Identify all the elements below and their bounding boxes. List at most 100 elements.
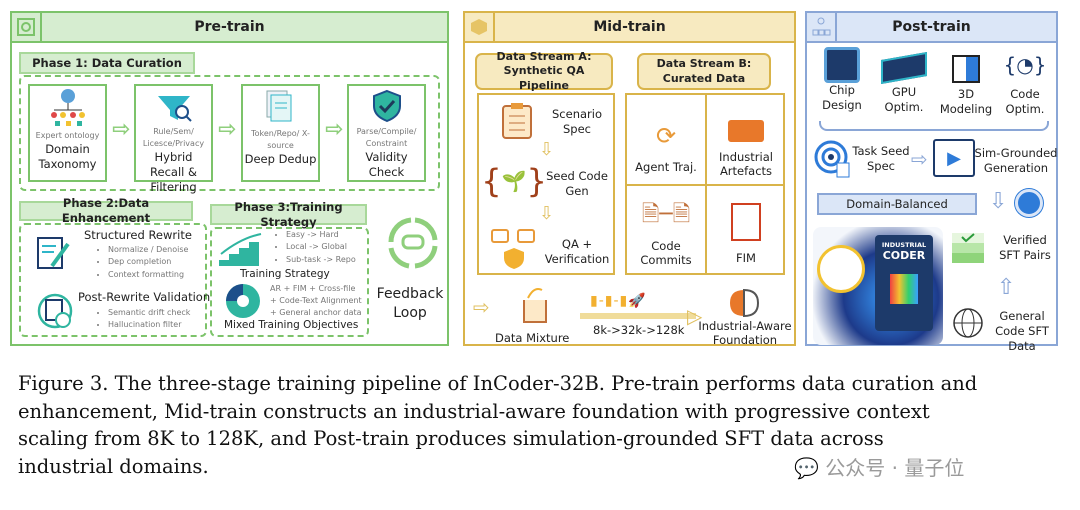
phase1-tag: Phase 1: Data Curation (19, 52, 195, 74)
fim-document-icon (731, 203, 761, 241)
caption-line: enhancement, Mid-train constructs an ind… (18, 399, 930, 423)
arrow-right-icon: ⇨ (911, 147, 928, 171)
caption-line: industrial domains. (18, 454, 209, 478)
arrow-right-icon: ⇨ (473, 295, 490, 319)
list-item: + Code-Text Alignment (270, 296, 362, 305)
list-item: Context formatting (108, 269, 188, 281)
bracket (819, 121, 1049, 131)
list-item: AR + FIM + Cross-file (270, 284, 356, 293)
step-deep-dedup: Token/Repo/ X-source Deep Dedup (241, 84, 320, 182)
cell-label: Agent Traj. (635, 160, 697, 174)
brain-circuit-icon (727, 287, 761, 319)
speedometer-icon: {◔} (1003, 53, 1047, 77)
task-seed-label: Task Seed Spec (852, 144, 910, 173)
step-label: Validity Check (365, 150, 408, 179)
domain-label: Code Optim. (1005, 87, 1045, 116)
validation-list: Semantic drift check Hallucination filte… (96, 307, 190, 332)
industrial-coder-robot-illustration: INDUSTRIAL CODER (813, 227, 943, 345)
step-label: Domain Taxonomy (38, 142, 97, 171)
posttrain-panel: Post-train Chip Design GPU Optim. 3D Mod… (805, 11, 1058, 353)
scenario-spec-label: Scenario Spec (552, 107, 602, 136)
shield-check-icon (349, 86, 424, 126)
stream-a-box: Scenario Spec ⇩ {🌱} Seed Code Gen ⇩ QA +… (477, 93, 615, 275)
arrow-right-icon: ⇨ (218, 117, 237, 142)
list-item: Sub-task -> Repo (286, 254, 356, 266)
target-spec-icon (813, 137, 853, 181)
verified-stack-icon (947, 229, 991, 269)
step-sub: Rule/Sem/ Licesce/Privacy (142, 127, 205, 148)
qa-verification-label: QA + Verification (544, 237, 610, 266)
qa-shield-icon (489, 227, 539, 271)
step-sub: Expert ontology (35, 131, 100, 140)
industrial-foundation-label: Industrial-Aware Foundation (698, 319, 792, 348)
arrow-down-icon: ⇩ (539, 139, 555, 160)
taxonomy-icon (30, 86, 105, 130)
cell-label: Code Commits (640, 239, 692, 267)
cell-label: FIM (736, 251, 756, 265)
target-wheel-icon (222, 281, 264, 321)
phase1-title: Phase 1: Data Curation (32, 55, 182, 70)
midtrain-title: Mid-train (593, 19, 666, 35)
commit-docs-icon: 🗎─🗎 (641, 202, 691, 227)
gpu-card-icon (881, 51, 927, 85)
domain-label: Chip Design (822, 83, 862, 112)
watermark-text: 公众号 · 量子位 (825, 456, 965, 480)
stream-b-title: Data Stream B: Curated Data (656, 57, 752, 85)
phase2-title: Phase 2:Data Enhancement (61, 196, 151, 225)
feedback-loop-label: Feedback Loop (376, 286, 444, 321)
doc-chain-rocket-icon: ▮-▮-▮🚀 (590, 293, 647, 309)
arrow-up-icon: ⇧ (997, 275, 1016, 300)
domain-label: GPU Optim. (884, 85, 924, 114)
verified-sft-label: Verified SFT Pairs (999, 233, 1051, 262)
hierarchy-icon (807, 13, 837, 41)
caption-line: scaling from 8K to 128K, and Post-train … (18, 427, 884, 450)
figure-caption: Figure 3. The three-stage training pipel… (18, 370, 977, 480)
list-item: Normalize / Denoise (108, 244, 188, 256)
seed-code-gen-label: Seed Code Gen (546, 169, 608, 198)
cell-label: Industrial Artefacts (719, 150, 773, 178)
domain-chip: Chip Design (815, 47, 869, 113)
list-item: Easy -> Hard (286, 229, 356, 241)
watermark: 💬 公众号 · 量子位 (790, 452, 969, 481)
cell-industrial-artefacts: Industrial Artefacts (707, 95, 785, 184)
play-window-icon: ▶ (933, 139, 975, 177)
midtrain-header: Mid-train (465, 13, 794, 43)
rewrite-list: Normalize / Denoise Dep completion Conte… (96, 244, 188, 281)
rewrite-pen-icon (30, 231, 78, 277)
mixed-objectives-title: Mixed Training Objectives (224, 319, 359, 331)
sim-grounded-label: Sim-Grounded Generation (974, 146, 1058, 175)
domain-3d: 3D Modeling (935, 53, 997, 117)
arrow-down-icon: ⇩ (539, 203, 555, 224)
step-sub: Parse/Compile/ Constraint (356, 127, 417, 148)
stream-b-box: ⟳ Agent Traj. Industrial Artefacts 🗎─🗎 Cod… (625, 93, 785, 275)
general-code-sft-label: General Code SFT Data (995, 309, 1049, 353)
step-hybrid-recall: Rule/Sem/ Licesce/Privacy Hybrid Recall … (134, 84, 213, 194)
pretrain-header: Pre-train (12, 13, 447, 43)
agent-cycle-icon: ⟳ (655, 122, 677, 150)
phase3-box (210, 227, 369, 337)
globe-icon (949, 305, 987, 341)
list-item: Local -> Global (286, 241, 356, 253)
wechat-icon: 💬 (794, 456, 826, 480)
robot-head-icon (817, 245, 865, 293)
domain-code-optim: {◔} Code Optim. (997, 53, 1053, 117)
domain-label: 3D Modeling (939, 87, 993, 116)
data-mixture-label: Data Mixture (495, 331, 570, 345)
validation-doc-icon (30, 288, 80, 334)
pretrain-title: Pre-train (194, 19, 265, 35)
clipboard-icon (499, 101, 535, 141)
step-validity-check: Parse/Compile/ Constraint Validity Check (347, 84, 426, 182)
list-item: Hallucination filter (108, 319, 190, 331)
posttrain-header: Post-train (807, 13, 1056, 43)
training-strategy-title: Training Strategy (240, 268, 330, 280)
arrow-right-icon: ⇨ (325, 117, 344, 142)
step-label: Hybrid Recall & Filtering (150, 150, 197, 194)
toolbox-icon (728, 120, 764, 142)
phase2-tag: Phase 2:Data Enhancement (19, 196, 193, 225)
data-cube-icon (890, 274, 918, 304)
cube-3d-icon (952, 55, 980, 83)
progress-arrow (580, 313, 696, 319)
stream-a-title: Data Stream A: Synthetic QA Pipeline (496, 50, 592, 92)
caption-line: Figure 3. The three-stage training pipel… (18, 372, 978, 395)
stream-a-tag: Data Stream A: Synthetic QA Pipeline (475, 50, 613, 92)
